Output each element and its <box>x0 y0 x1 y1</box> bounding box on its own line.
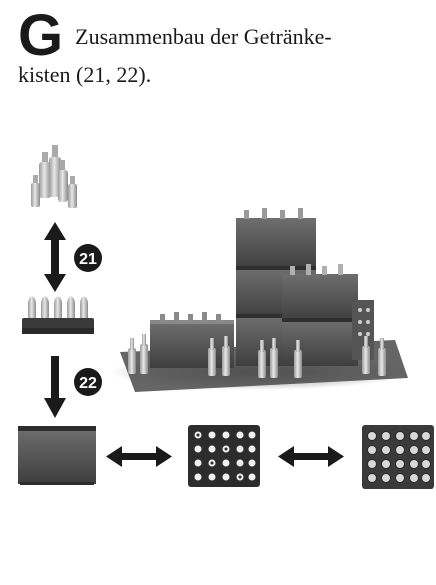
double-arrow-icon <box>44 222 66 292</box>
horizontal-double-arrow-icon <box>278 446 344 467</box>
step-badge-22: 22 <box>74 368 102 396</box>
bottles-icon <box>31 145 77 208</box>
crate-stack-scene <box>110 208 410 392</box>
crate-icon <box>18 426 96 485</box>
svg-text:21: 21 <box>79 251 97 268</box>
svg-text:22: 22 <box>79 375 97 392</box>
horizontal-double-arrow-icon <box>106 446 172 467</box>
bottle-carrier-icon <box>22 296 94 334</box>
heading-line-2: kisten (21, 22). <box>18 62 152 87</box>
section-letter: G <box>18 3 64 68</box>
down-arrow-icon <box>44 356 66 418</box>
section-heading: G Zusammenbau der Getränke- kisten (21, … <box>18 3 428 88</box>
step-badge-21: 21 <box>74 244 102 272</box>
crate-filled-top-view-icon <box>362 425 434 489</box>
heading-line-1: Zusammenbau der Getränke- <box>75 24 332 49</box>
crate-top-view-icon <box>188 425 260 487</box>
